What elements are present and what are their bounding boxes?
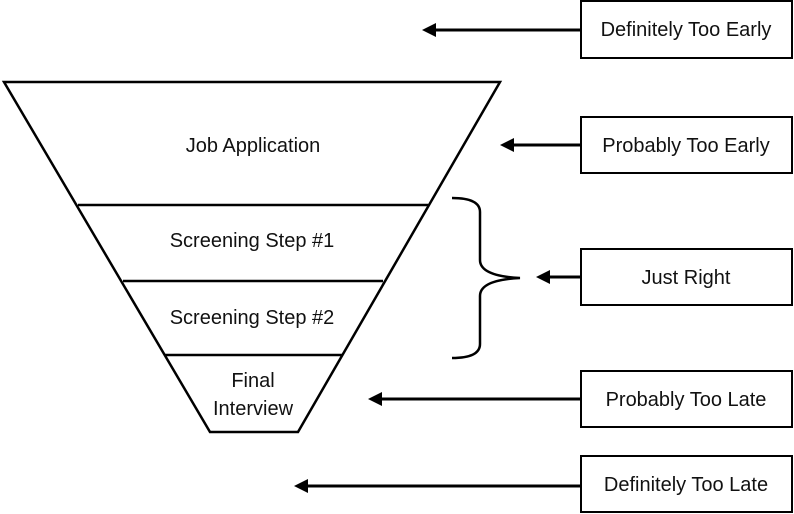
arrow-definitely-too-early bbox=[422, 23, 580, 37]
box-definitely-too-early: Definitely Too Early bbox=[580, 0, 793, 59]
stage-screening-1-label: Screening Step #1 bbox=[170, 230, 335, 252]
box-definitely-too-late-label: Definitely Too Late bbox=[604, 474, 768, 496]
box-probably-too-late: Probably Too Late bbox=[580, 370, 793, 428]
arrow-probably-too-late bbox=[368, 392, 580, 406]
arrow-just-right bbox=[536, 270, 580, 284]
box-just-right-label: Just Right bbox=[642, 267, 731, 289]
box-definitely-too-early-label: Definitely Too Early bbox=[601, 19, 772, 41]
stage-screening-2-label: Screening Step #2 bbox=[170, 307, 335, 329]
box-just-right: Just Right bbox=[580, 248, 793, 306]
stage-final-interview-label-line2: Interview bbox=[213, 398, 294, 420]
arrow-probably-too-early bbox=[500, 138, 580, 152]
box-definitely-too-late: Definitely Too Late bbox=[580, 455, 793, 513]
screening-steps-brace bbox=[451, 196, 521, 360]
funnel-outline bbox=[1, 80, 503, 434]
box-probably-too-late-label: Probably Too Late bbox=[606, 389, 767, 411]
box-probably-too-early-label: Probably Too Early bbox=[602, 135, 770, 157]
arrow-definitely-too-late bbox=[294, 479, 580, 493]
stage-final-interview-label-line1: Final bbox=[231, 370, 274, 392]
stage-job-application-label: Job Application bbox=[186, 135, 321, 157]
box-probably-too-early: Probably Too Early bbox=[580, 116, 793, 174]
